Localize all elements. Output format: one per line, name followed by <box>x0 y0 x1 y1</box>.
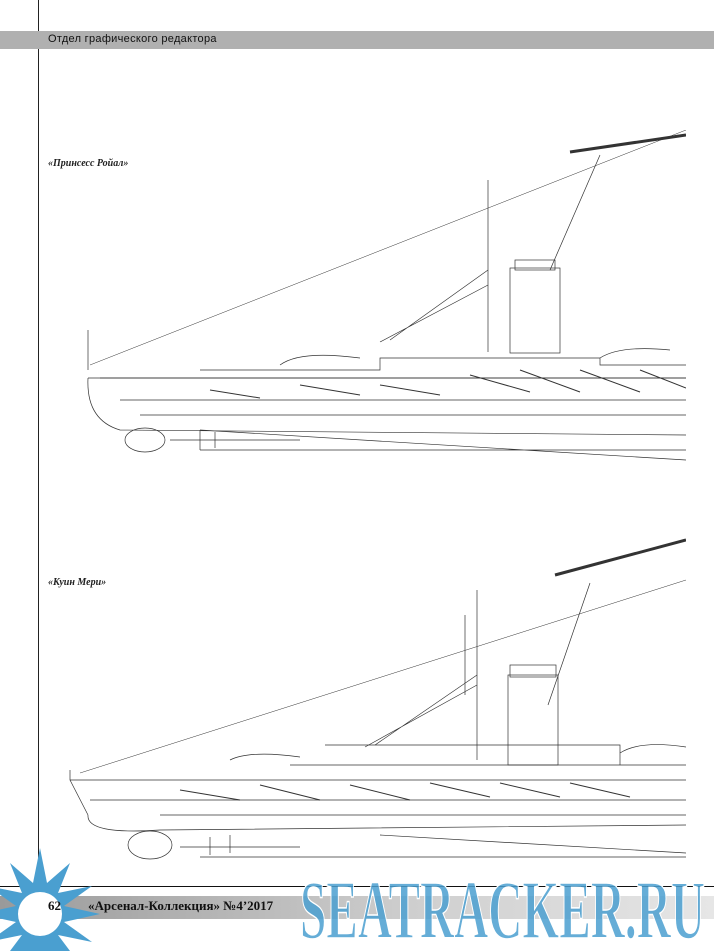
footer-band <box>0 896 714 919</box>
magazine-title: «Арсенал-Коллекция» №4’2017 <box>88 898 274 913</box>
sunburst-logo-icon <box>0 848 100 951</box>
seatracker-watermark: SEATRACKER.RU <box>0 848 706 951</box>
page-margin-line <box>38 0 39 951</box>
ship-drawing-princess-royal <box>87 130 686 461</box>
header-band <box>0 31 714 49</box>
section-title: Отдел графического редактора <box>48 33 217 45</box>
drawing-caption-princess-royal: «Принсесс Ройал» <box>48 158 129 169</box>
ship-drawing-queen-mary <box>69 538 686 860</box>
drawing-caption-queen-mary: «Куин Мери» <box>48 577 107 588</box>
watermark-text: SEATRACKER.RU <box>300 864 705 951</box>
page-number: 62 <box>48 898 61 913</box>
footer-line <box>0 886 714 887</box>
